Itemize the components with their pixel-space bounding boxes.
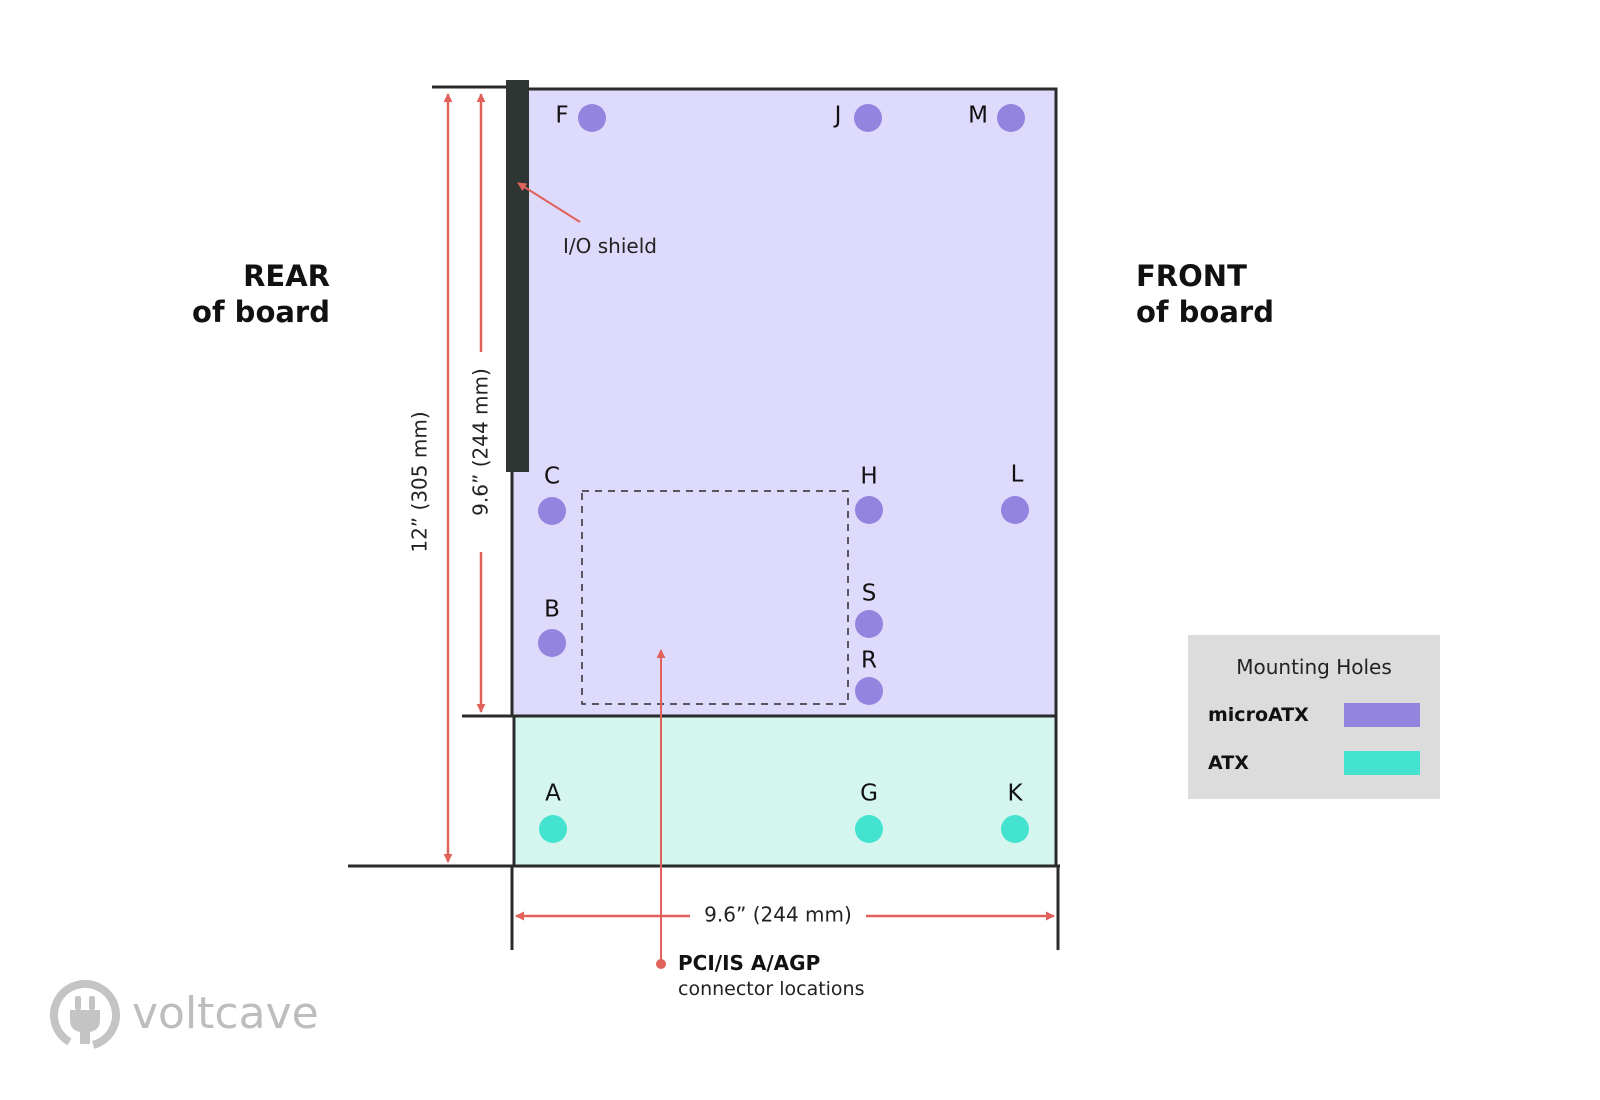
- rear-of-board-label: REAR of board: [150, 258, 330, 330]
- io-shield-label: I/O shield: [563, 234, 657, 258]
- io-shield-bar: [506, 80, 529, 472]
- mounting-hole-k: [1001, 815, 1029, 843]
- mounting-holes-legend: Mounting Holes microATX ATX: [1188, 635, 1440, 799]
- mounting-hole-label-f: F: [555, 103, 568, 129]
- width-label: 9.6” (244 mm): [704, 903, 852, 927]
- rear-label-line1: REAR: [243, 259, 330, 293]
- height-total-label: 12” (305 mm): [408, 411, 432, 552]
- mounting-hole-label-l: L: [1011, 462, 1024, 488]
- mounting-hole-label-a: A: [545, 781, 561, 807]
- mounting-hole-label-k: K: [1007, 781, 1023, 807]
- atx-board-area: [512, 714, 1058, 868]
- front-of-board-label: FRONT of board: [1136, 258, 1376, 330]
- legend-swatch-atx: [1344, 751, 1420, 775]
- mounting-hole-label-s: S: [862, 581, 877, 607]
- plug-icon: [50, 980, 120, 1050]
- mounting-hole-label-h: H: [860, 464, 877, 490]
- mounting-hole-label-c: C: [544, 464, 560, 490]
- legend-label-atx: ATX: [1208, 752, 1249, 774]
- microatx-board-area: [510, 87, 1058, 718]
- mounting-hole-l: [1001, 496, 1029, 524]
- mounting-hole-r: [855, 677, 883, 705]
- mounting-hole-label-j: J: [833, 103, 842, 129]
- mounting-hole-g: [855, 815, 883, 843]
- mounting-hole-f: [578, 104, 606, 132]
- pci-pointer-dot: [656, 959, 666, 969]
- legend-swatch-microatx: [1344, 703, 1420, 727]
- mounting-hole-h: [855, 496, 883, 524]
- logo-text: voltcave: [132, 988, 319, 1039]
- mounting-holes: F J M C H L B S R A G K: [538, 103, 1029, 843]
- legend-label-microatx: microATX: [1208, 704, 1309, 726]
- pci-label-title: PCI/IS A/AGP: [678, 951, 820, 975]
- voltcave-logo: voltcave: [48, 980, 348, 1050]
- mounting-hole-label-r: R: [861, 648, 877, 674]
- mounting-hole-m: [997, 104, 1025, 132]
- front-label-line2: of board: [1136, 295, 1274, 329]
- legend-item-atx: ATX: [1208, 750, 1420, 776]
- mounting-hole-label-b: B: [544, 597, 560, 623]
- legend-title: Mounting Holes: [1236, 655, 1392, 679]
- mounting-hole-label-m: M: [968, 103, 988, 129]
- io-shield-pointer: [517, 182, 581, 223]
- mounting-hole-a: [539, 815, 567, 843]
- pci-label-subtitle: connector locations: [678, 978, 865, 1000]
- front-label-line1: FRONT: [1136, 259, 1247, 293]
- rear-label-line2: of board: [192, 295, 330, 329]
- mounting-hole-c: [538, 497, 566, 525]
- mounting-hole-b: [538, 629, 566, 657]
- height-micro-label: 9.6” (244 mm): [469, 368, 493, 516]
- legend-item-microatx: microATX: [1208, 702, 1420, 728]
- mounting-hole-s: [855, 610, 883, 638]
- mounting-hole-j: [854, 104, 882, 132]
- pci-connector-area: [581, 490, 849, 705]
- mounting-hole-label-g: G: [860, 781, 878, 807]
